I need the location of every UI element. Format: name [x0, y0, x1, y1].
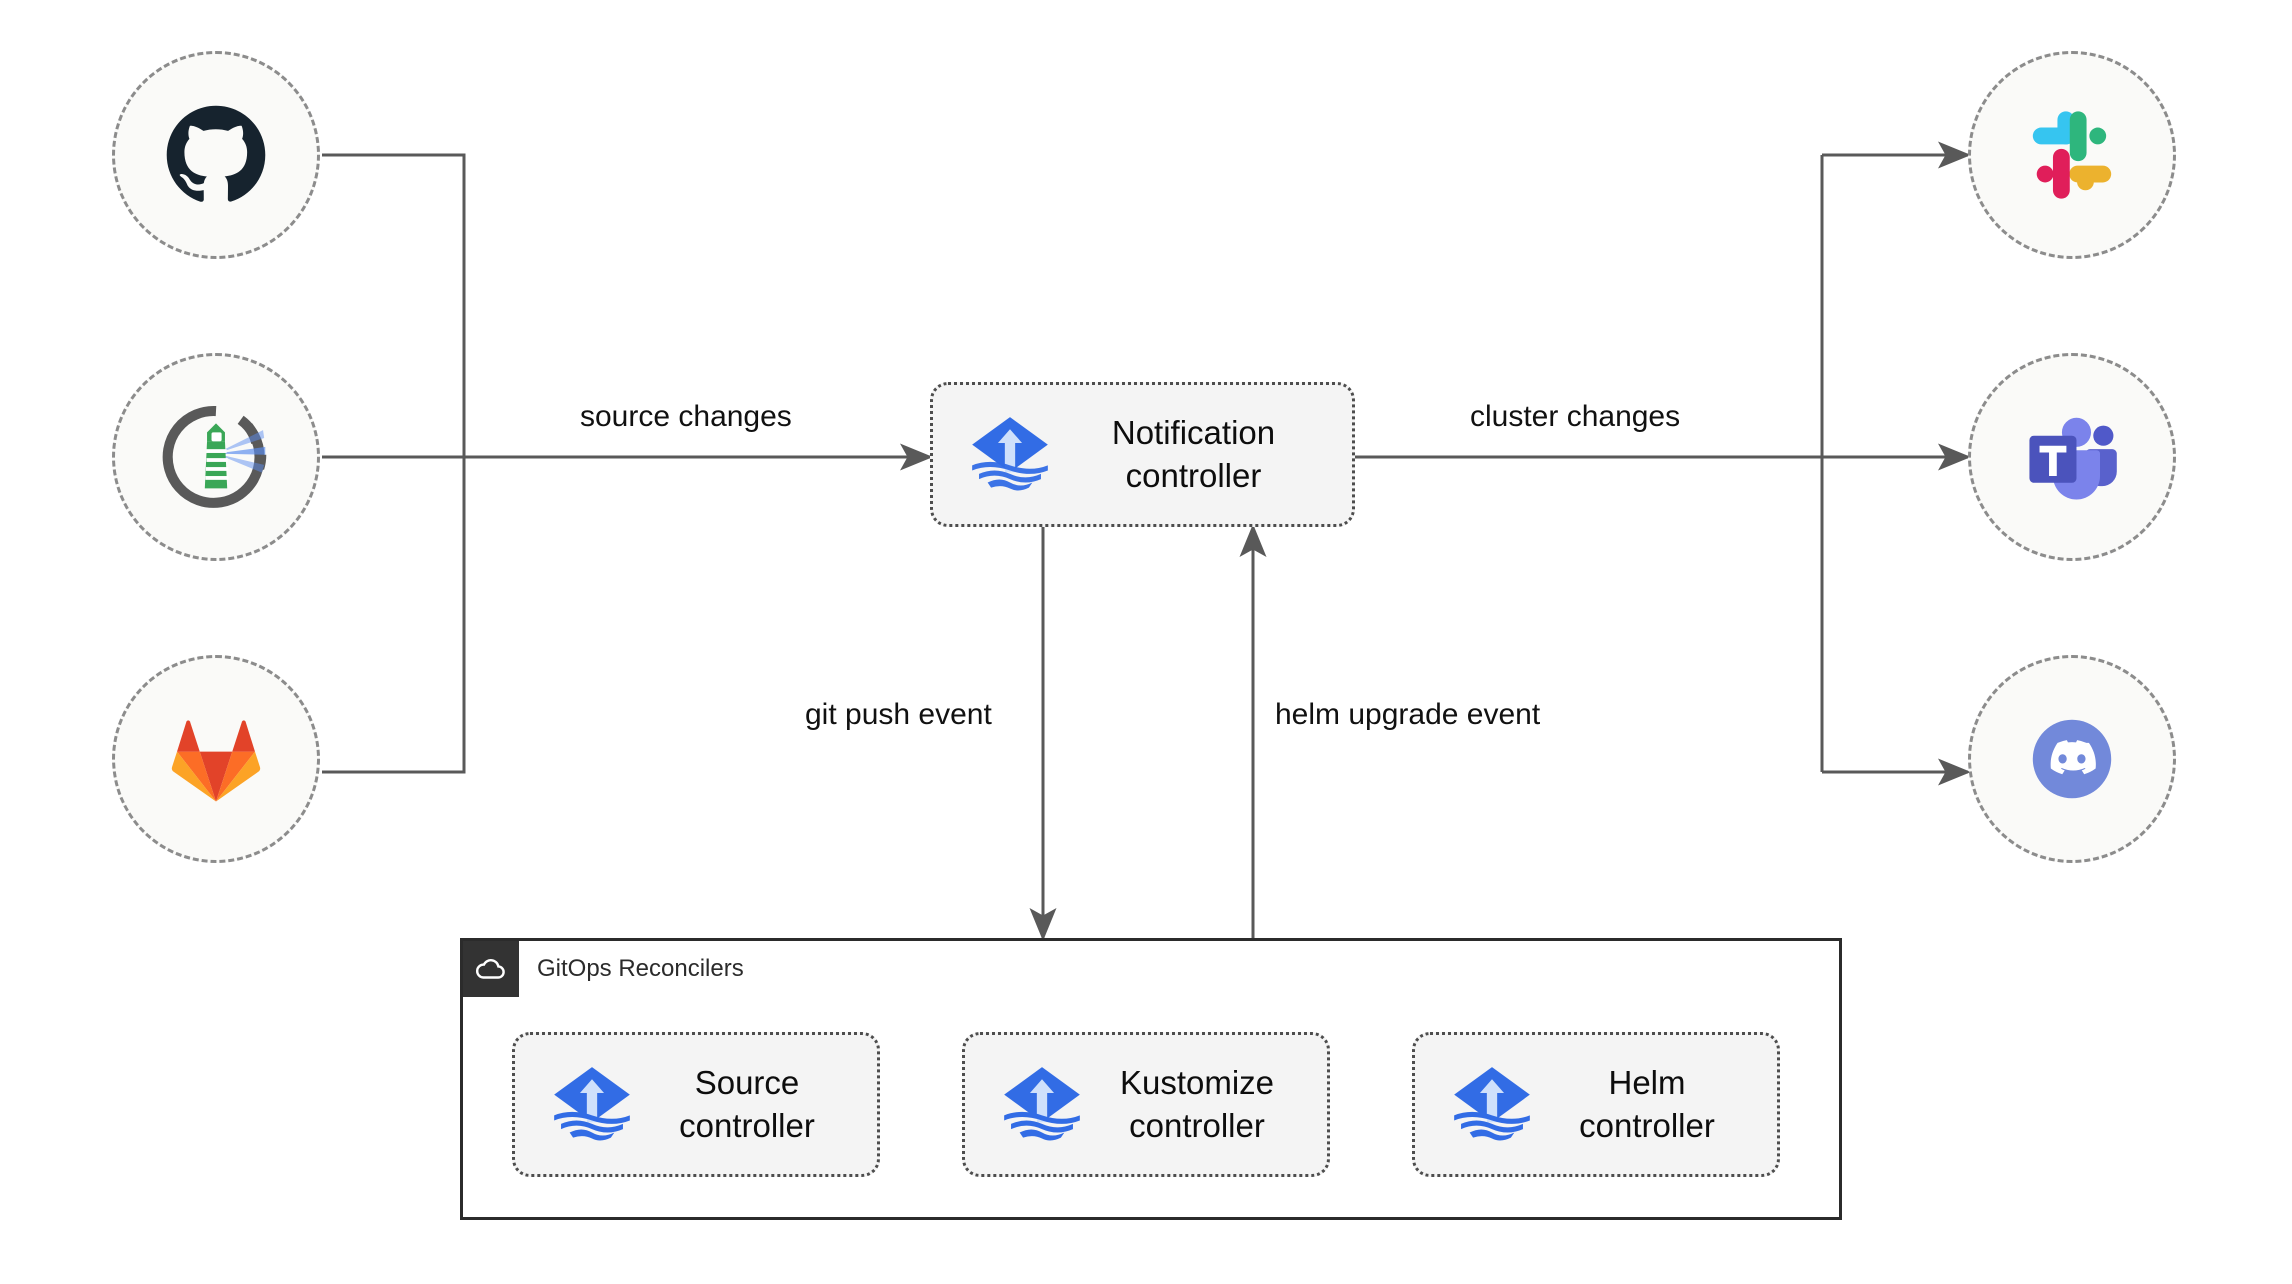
discord-icon: [2032, 719, 2112, 799]
cluster-changes-bus: [1355, 141, 1971, 786]
github-icon: [166, 105, 266, 202]
edge-label-helm-upgrade-event: helm upgrade event: [1265, 698, 1551, 732]
kustomize-controller-label: Kustomize controller: [1119, 1064, 1275, 1144]
gitlab-icon: [171, 720, 261, 802]
edge-label-source-changes: source changes: [570, 400, 802, 434]
target-node-teams[interactable]: [1968, 353, 2176, 561]
source-controller-box[interactable]: Source controller: [512, 1032, 880, 1177]
helm-controller-box[interactable]: Helm controller: [1412, 1032, 1780, 1177]
source-controller-label: Source controller: [679, 1064, 815, 1144]
group-title: GitOps Reconcilers: [537, 955, 744, 982]
sources-bus: [322, 153, 933, 774]
slack-icon: [2032, 111, 2112, 199]
flux-logo-icon: [1454, 1066, 1530, 1140]
notification-controller-label: Notification controller: [1111, 414, 1276, 494]
notification-controller-box[interactable]: Notification controller: [930, 382, 1355, 527]
flux-logo-icon: [554, 1066, 630, 1140]
group-icon-tab: [463, 941, 519, 997]
edge-label-cluster-changes: cluster changes: [1460, 400, 1691, 434]
flux-logo-icon: [972, 416, 1048, 490]
target-node-discord[interactable]: [1968, 655, 2176, 863]
target-node-slack[interactable]: [1968, 51, 2176, 259]
source-node-flagger[interactable]: [112, 353, 320, 561]
source-node-gitlab[interactable]: [112, 655, 320, 863]
source-node-github[interactable]: [112, 51, 320, 259]
flagger-lighthouse-icon: [162, 406, 267, 508]
microsoft-teams-icon: [2029, 417, 2117, 500]
flux-logo-icon: [1004, 1066, 1080, 1140]
cloud-icon: [475, 959, 505, 979]
edge-label-git-push-event: git push event: [795, 698, 1002, 732]
helm-controller-label: Helm controller: [1579, 1064, 1715, 1144]
kustomize-controller-box[interactable]: Kustomize controller: [962, 1032, 1330, 1177]
